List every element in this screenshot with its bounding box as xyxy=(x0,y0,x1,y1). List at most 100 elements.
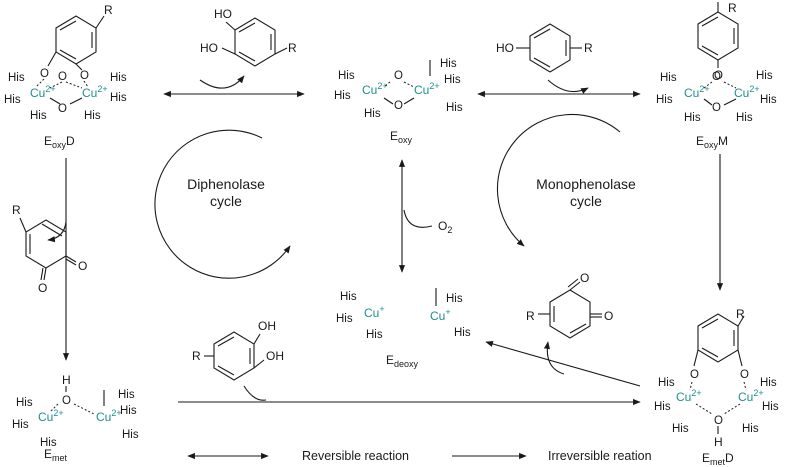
emetd-o1: O xyxy=(690,369,699,381)
emet-his-3: His xyxy=(40,437,57,449)
eoxym-his-3: His xyxy=(684,112,701,124)
eoxym-his-1: His xyxy=(660,72,677,84)
eoxym-o-phen: O xyxy=(714,70,723,82)
eoxy-his-6: His xyxy=(446,102,463,114)
eoxy-his-3: His xyxy=(364,108,381,120)
eoxym-his-6: His xyxy=(736,112,753,124)
emet-his-5: His xyxy=(120,405,137,417)
cat-bottom-oh2: OH xyxy=(266,349,284,363)
quinone-right-o2: O xyxy=(604,309,613,323)
phenol-r: R xyxy=(584,41,593,55)
cat-bottom-r: R xyxy=(192,349,201,363)
emetd-name: EmetD xyxy=(702,451,734,467)
eoxy-name: Eoxy xyxy=(390,129,413,145)
eoxym-his-2: His xyxy=(656,94,673,106)
legend: Reversible reaction Irreversible reation xyxy=(187,449,652,463)
emet-his-6: His xyxy=(122,429,139,441)
edeoxy-complex: His His His Cu+ Cu+ His His Edeoxy xyxy=(336,288,471,369)
eoxyd-o3: O xyxy=(58,71,67,83)
quinone-left-r: R xyxy=(12,203,21,217)
emet-o: O xyxy=(62,395,71,407)
emetd-cu-b: Cu2+ xyxy=(738,388,764,404)
eoxyd-cu-b: Cu2+ xyxy=(82,84,108,100)
diphenolase-cycle: Diphenolase cycle xyxy=(154,129,291,279)
emet-complex: H O Cu2+ Cu2+ His His His His His His Em… xyxy=(12,373,139,463)
quinone-left: R O O xyxy=(12,203,87,295)
quinone-right-o1: O xyxy=(580,271,589,285)
eoxyd-his-4: His xyxy=(110,72,127,84)
edeoxy-his-3: His xyxy=(366,329,383,341)
diphenolase-label-1: Diphenolase xyxy=(187,176,265,192)
cat-top-ho1: HO xyxy=(214,7,232,21)
emetd-his-5: His xyxy=(762,401,779,413)
eoxyd-his-6: His xyxy=(84,110,101,122)
edeoxy-his-4: His xyxy=(446,293,463,305)
monophenolase-cycle: Monophenolase cycle xyxy=(496,113,636,247)
eoxyd-o2: O xyxy=(80,70,89,82)
emet-his-4: His xyxy=(118,389,135,401)
catechol-substrate-top: HO HO R xyxy=(200,7,297,67)
cat-top-ho2: HO xyxy=(200,41,218,55)
emetd-his-4: His xyxy=(760,377,777,389)
edeoxy-his-1: His xyxy=(340,291,357,303)
edeoxy-cu-a: Cu+ xyxy=(364,304,385,320)
eoxym-r-label: R xyxy=(728,1,737,15)
arrow-quinone-right-out xyxy=(543,341,565,375)
emet-name: Emet xyxy=(44,447,68,463)
quinone-right-r: R xyxy=(526,309,535,323)
monophenolase-label-1: Monophenolase xyxy=(536,176,636,192)
eoxy-his-2: His xyxy=(334,90,351,102)
eoxy-o2: O xyxy=(394,100,403,112)
eoxym-cu-b: Cu2+ xyxy=(734,84,760,100)
eoxyd-his-5: His xyxy=(110,92,127,104)
arrow-o2-in xyxy=(403,209,433,228)
cat-top-r: R xyxy=(288,41,297,55)
emet-h: H xyxy=(62,373,71,387)
eoxym-his-4: His xyxy=(756,70,773,82)
eoxyd-complex: R O O O O Cu2+ Cu2+ His His His His His … xyxy=(4,3,127,150)
eoxyd-his-1: His xyxy=(8,72,25,84)
legend-irreversible-label: Irreversible reation xyxy=(548,449,652,463)
monophenolase-label-2: cycle xyxy=(570,193,602,209)
edeoxy-name: Edeoxy xyxy=(386,353,419,369)
arrow-emetd-edeoxy xyxy=(485,340,641,387)
emetd-his-6: His xyxy=(742,423,759,435)
eoxym-name: EoxyM xyxy=(696,134,728,150)
eoxyd-r-label: R xyxy=(104,3,113,17)
emet-his-1: His xyxy=(16,397,33,409)
eoxyd-name: EoxyD xyxy=(44,134,75,150)
arrow-phenol-in xyxy=(547,79,589,94)
emet-cu-b: Cu2+ xyxy=(96,408,122,424)
emetd-r-label: R xyxy=(736,307,745,321)
eoxy-his-5: His xyxy=(444,74,461,86)
eoxym-his-5: His xyxy=(760,94,777,106)
arrow-catechol-in xyxy=(199,75,245,89)
o2-label: O2 xyxy=(438,219,452,235)
emetd-his-1: His xyxy=(658,377,675,389)
emetd-complex: R O O Cu2+ Cu2+ O H His His His His His … xyxy=(654,307,779,467)
phenol-ho: HO xyxy=(496,41,514,55)
arrow-quinone-left-out xyxy=(47,221,67,243)
edeoxy-cu-b: Cu+ xyxy=(430,307,451,323)
eoxym-cu-a: Cu2+ xyxy=(684,84,710,100)
emetd-o3: O xyxy=(714,415,723,427)
eoxyd-cu-a: Cu2+ xyxy=(30,84,56,100)
diphenolase-label-2: cycle xyxy=(210,193,242,209)
quinone-left-o1: O xyxy=(78,259,87,273)
eoxyd-o1: O xyxy=(40,68,49,80)
legend-reversible-label: Reversible reaction xyxy=(302,449,409,463)
eoxy-cu-b: Cu2+ xyxy=(414,81,440,97)
eoxy-his-1: His xyxy=(338,70,355,82)
catechol-substrate-bottom: R OH OH xyxy=(192,319,284,381)
phenol-substrate-top: HO R xyxy=(496,23,593,73)
eoxy-his-4: His xyxy=(440,58,457,70)
emetd-o2: O xyxy=(740,369,749,381)
emetd-his-3: His xyxy=(672,423,689,435)
eoxyd-his-2: His xyxy=(4,94,21,106)
emetd-his-2: His xyxy=(654,401,671,413)
emet-cu-a: Cu2+ xyxy=(38,408,64,424)
cat-bottom-oh1: OH xyxy=(258,319,276,333)
eoxyd-his-3: His xyxy=(30,110,47,122)
emetd-cu-a: Cu2+ xyxy=(676,388,702,404)
